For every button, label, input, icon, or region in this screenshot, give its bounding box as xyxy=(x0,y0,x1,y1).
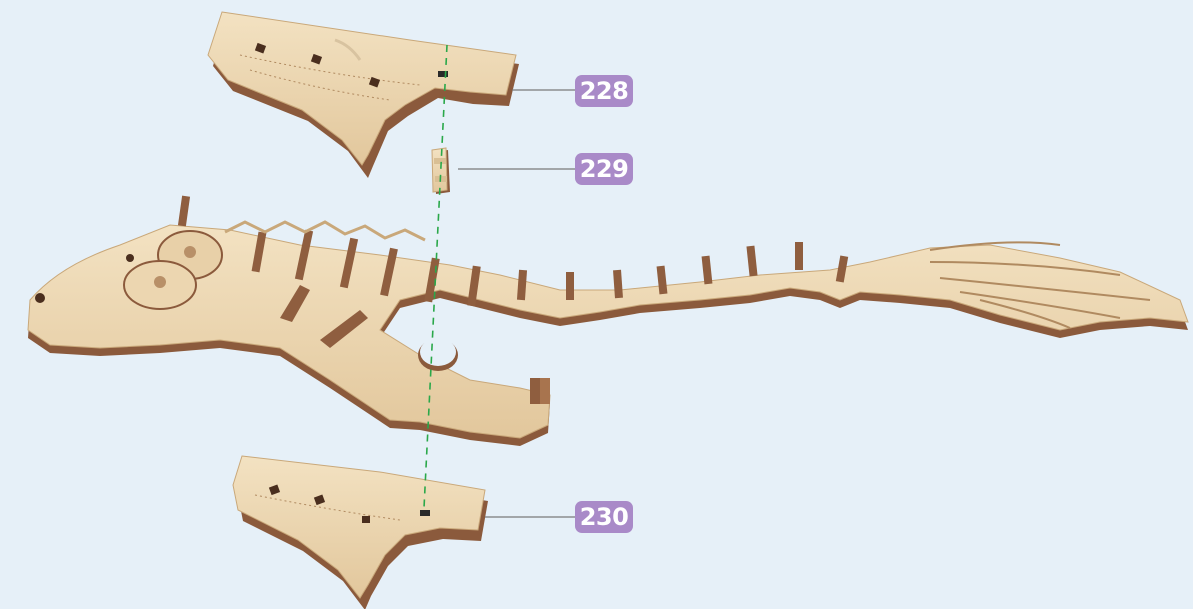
part-number-badge-229: 229 xyxy=(575,153,633,185)
part-number-badge-230: 230 xyxy=(575,501,633,533)
part-228-plate xyxy=(208,12,519,178)
dragon-body-assembly xyxy=(28,196,1188,446)
part-230-plate xyxy=(233,456,488,609)
part-number-badge-228: 228 xyxy=(575,75,633,107)
